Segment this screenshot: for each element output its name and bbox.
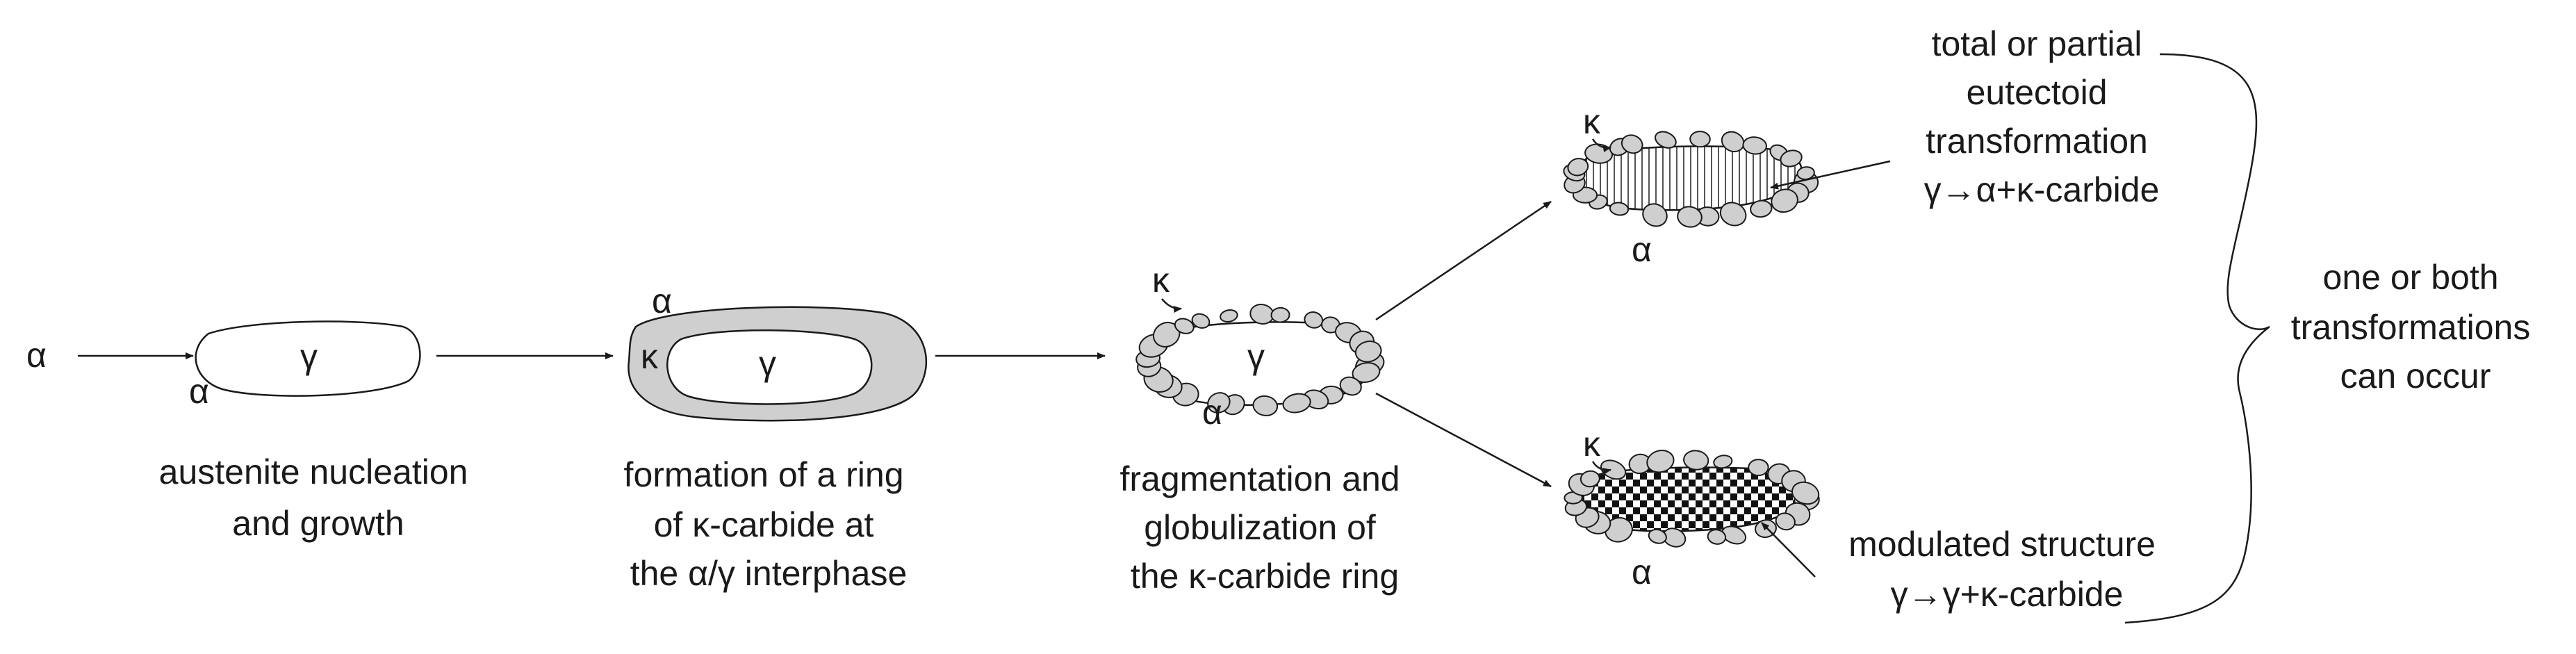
carbide-globule bbox=[1713, 455, 1733, 469]
stage1-caption: austenite nucleation and growth bbox=[159, 452, 478, 543]
carbide-globule bbox=[1775, 512, 1796, 531]
stage3-alpha-label: α bbox=[1202, 393, 1222, 432]
stage2-caption-line2: of κ-carbide at bbox=[654, 505, 874, 544]
carbide-globule bbox=[1642, 203, 1668, 227]
carbide-globule bbox=[1721, 525, 1747, 545]
carbide-globule bbox=[1339, 376, 1362, 396]
brace-note: one or both transformations can occur bbox=[2291, 258, 2541, 395]
modulated-carbide-particles bbox=[1564, 450, 1820, 548]
modulated-caption: modulated structure γ→γ+κ-carbide bbox=[1848, 525, 2165, 614]
eutectoid-alpha-label: α bbox=[1632, 230, 1652, 269]
stage2-caption-line1: formation of a ring bbox=[624, 455, 904, 494]
modulated-alpha-label: α bbox=[1632, 553, 1652, 591]
eutectoid-caption-line4: γ→α+κ-carbide bbox=[1924, 170, 2160, 209]
stage2-caption-line3: the α/γ interphase bbox=[630, 554, 908, 593]
carbide-globule bbox=[1648, 528, 1667, 544]
stage3-caption-line1: fragmentation and bbox=[1120, 459, 1400, 498]
carbide-globule bbox=[1580, 470, 1600, 488]
carbide-globule bbox=[1683, 450, 1709, 471]
carbide-globule bbox=[1191, 313, 1211, 329]
stage2-group: α κ γ formation of a ring of κ-carbide a… bbox=[624, 281, 928, 593]
carbide-globule bbox=[1567, 158, 1589, 177]
stage1-austenite-grain bbox=[195, 320, 421, 397]
carbide-globule bbox=[1609, 202, 1630, 216]
eutectoid-caption-line3: transformation bbox=[1926, 122, 2148, 161]
stage1-caption-line2: and growth bbox=[232, 504, 404, 543]
carbide-globule bbox=[1174, 318, 1195, 334]
eutectoid-carbide-particles bbox=[1563, 131, 1819, 228]
brace-note-line2: transformations bbox=[2291, 308, 2531, 347]
modulated-kappa-label: κ bbox=[1583, 425, 1601, 464]
stage1-caption-line1: austenite nucleation bbox=[159, 452, 468, 491]
stage3-kappa-label: κ bbox=[1152, 261, 1170, 300]
carbide-globule bbox=[1707, 529, 1727, 545]
modulated-caption-line2: γ→γ+κ-carbide bbox=[1891, 575, 2124, 614]
modulated-kappa-pointer bbox=[1591, 461, 1611, 475]
carbide-globule bbox=[1719, 202, 1747, 227]
stage2-gamma-label: γ bbox=[759, 344, 776, 383]
arrow-to-eutectoid bbox=[1375, 200, 1552, 321]
carbide-globule bbox=[1780, 149, 1803, 167]
carbide-globule bbox=[1282, 393, 1311, 414]
stage3-gamma-label: γ bbox=[1247, 337, 1265, 376]
carbide-globule bbox=[1771, 188, 1798, 213]
curly-brace bbox=[2124, 53, 2270, 624]
stage2-kappa-label: κ bbox=[641, 337, 659, 376]
carbide-globule bbox=[1207, 392, 1231, 414]
stage3-caption-line3: the κ-carbide ring bbox=[1131, 557, 1399, 596]
modulated-caption-line1: modulated structure bbox=[1848, 525, 2156, 564]
eutectoid-group: κ α total or partial eutectoid transform… bbox=[1563, 24, 2160, 269]
eutectoid-lamellar-grain bbox=[1580, 145, 1803, 211]
carbide-globule bbox=[1677, 206, 1703, 228]
stage3-kappa-pointer bbox=[1161, 298, 1182, 313]
stage3-caption: fragmentation and globulization of the κ… bbox=[1120, 459, 1410, 596]
carbide-globule bbox=[1646, 450, 1675, 473]
stage3-group: κ γ α fragmentation and globulization of… bbox=[1120, 261, 1410, 596]
carbide-globule bbox=[1689, 131, 1711, 148]
carbide-globule bbox=[1220, 309, 1238, 322]
brace-note-line1: one or both bbox=[2323, 258, 2499, 297]
stage1-gamma-label: γ bbox=[300, 337, 318, 376]
stage3-caption-line2: globulization of bbox=[1144, 508, 1376, 547]
carbide-globule bbox=[1742, 136, 1767, 155]
carbide-globule bbox=[1604, 517, 1633, 543]
brace-note-line3: can occur bbox=[2340, 357, 2491, 395]
carbide-globule bbox=[1621, 134, 1643, 154]
eutectoid-leader bbox=[1770, 160, 1891, 190]
stage1-alpha-label: α bbox=[189, 372, 209, 411]
stage1-alpha-left-label: α bbox=[26, 336, 47, 375]
carbide-globule bbox=[1252, 395, 1279, 416]
stage2-alpha-label: α bbox=[652, 281, 672, 320]
carbide-globule bbox=[1750, 199, 1773, 218]
eutectoid-kappa-pointer bbox=[1591, 138, 1611, 153]
eutectoid-caption-line2: eutectoid bbox=[1967, 73, 2108, 112]
stage1-group: α γ α austenite nucleation and growth bbox=[26, 320, 478, 543]
carbide-globule bbox=[1791, 481, 1820, 505]
stage2-caption: formation of a ring of κ-carbide at the … bbox=[624, 455, 914, 593]
carbide-globule bbox=[1354, 341, 1382, 363]
modulated-group: κ α modulated structure γ→γ+κ-carbide bbox=[1564, 425, 2165, 614]
carbide-globule bbox=[1655, 131, 1677, 149]
carbide-globule bbox=[1748, 459, 1769, 477]
eutectoid-caption: total or partial eutectoid transformatio… bbox=[1924, 24, 2160, 209]
eutectoid-caption-line1: total or partial bbox=[1932, 24, 2142, 63]
modulated-leader bbox=[1761, 522, 1816, 578]
stage2-austenite-core bbox=[666, 329, 873, 405]
carbide-globule bbox=[1270, 306, 1290, 323]
stage3-carbide-particles bbox=[1135, 304, 1385, 416]
carbide-globule bbox=[1352, 362, 1381, 383]
arrow-to-modulated bbox=[1375, 392, 1552, 488]
eutectoid-kappa-label: κ bbox=[1583, 102, 1601, 141]
